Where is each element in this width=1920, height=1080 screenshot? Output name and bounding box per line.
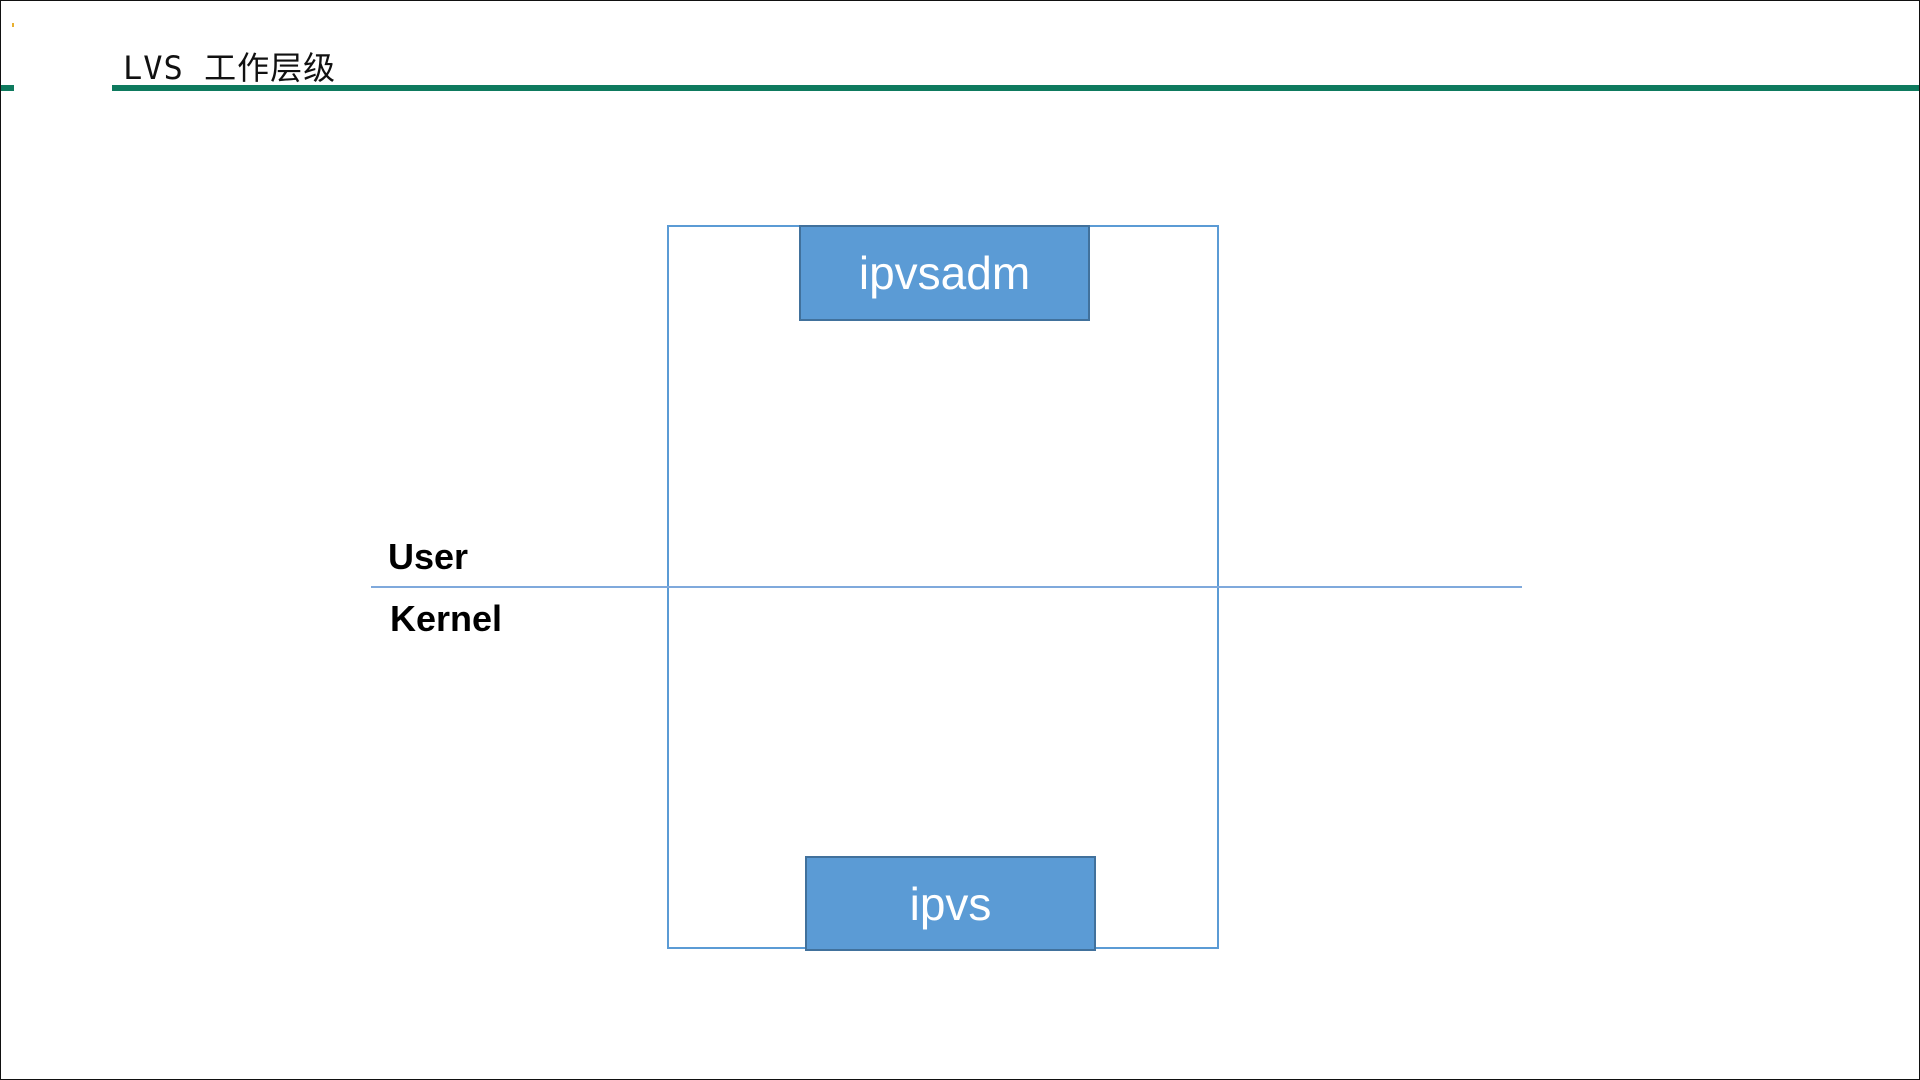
- user-space-label: User: [388, 536, 469, 577]
- header-blank-area: [1, 1, 111, 85]
- ipvs-label: ipvs: [909, 877, 992, 930]
- ipvsadm-box: ipvsadm: [799, 225, 1090, 321]
- title-rule: [112, 85, 1919, 91]
- kernel-space-label: Kernel: [390, 598, 503, 639]
- user-kernel-divider: [371, 586, 1522, 588]
- slide-title: LVS 工作层级: [123, 49, 337, 87]
- corner-mark: [12, 23, 14, 27]
- ipvsadm-label: ipvsadm: [858, 247, 1031, 299]
- title-rule-tick: [1, 85, 14, 91]
- ipvs-box: ipvs: [805, 856, 1096, 951]
